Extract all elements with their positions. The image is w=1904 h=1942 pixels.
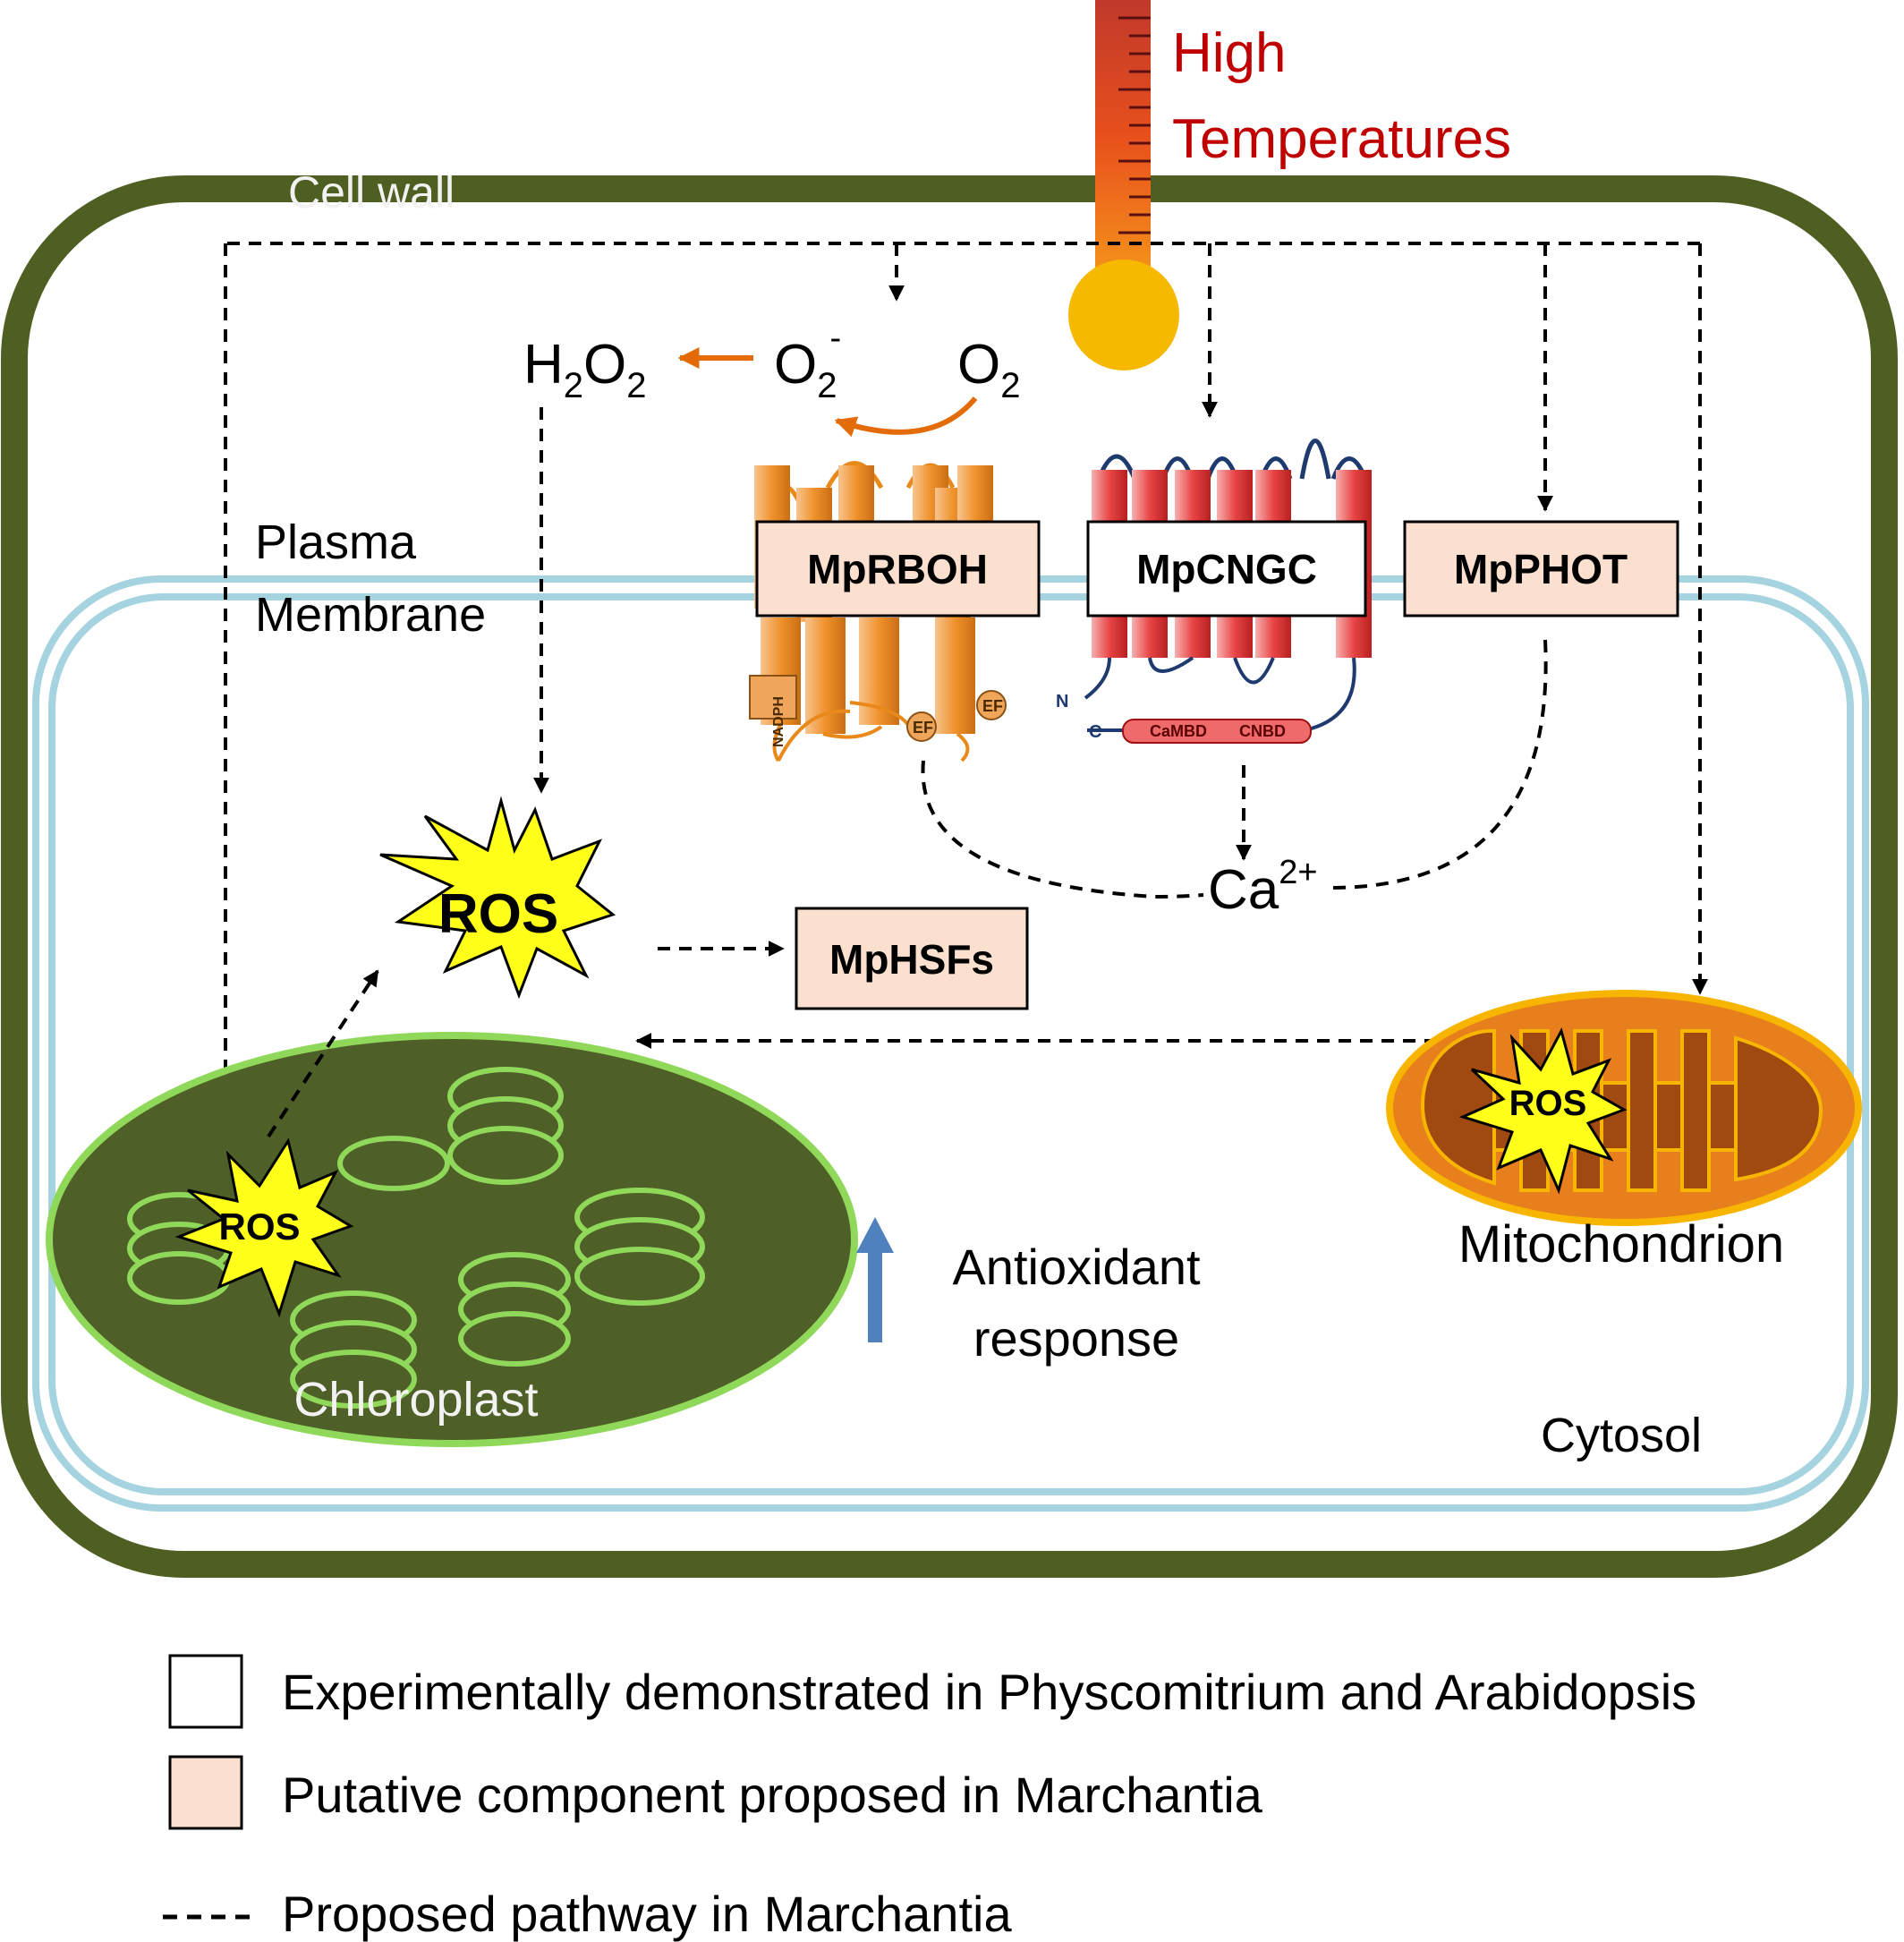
- antioxidant-response-label-2: response: [973, 1310, 1179, 1367]
- rboh-to-calcium-path: [921, 760, 1204, 899]
- ef-label-2: EF: [982, 697, 1003, 715]
- nadph-label: NADPH: [771, 696, 786, 747]
- chloroplast-ros-to-ros-arrow: [267, 969, 379, 1138]
- cell-wall-label: Cell wall: [288, 167, 455, 217]
- cngc-label: MpCNGC: [1136, 546, 1317, 592]
- phot-label: MpPHOT: [1454, 546, 1628, 592]
- hsfs-box: [795, 907, 1029, 1010]
- legend: Experimentally demonstrated in Physcomit…: [163, 1654, 1696, 1942]
- n-terminus-label: N: [1056, 692, 1068, 711]
- legend-symbol-peach-box: [168, 1755, 243, 1830]
- cambd-label: CaMBD: [1150, 722, 1207, 740]
- plasma-membrane-label-1: Plasma: [255, 515, 417, 569]
- ros-label-main: ROS: [438, 883, 558, 945]
- phot-box: [1403, 520, 1679, 618]
- ros-burst-chloroplast: [174, 1137, 354, 1318]
- mitochondrion: [1386, 990, 1862, 1226]
- ef-label-1: EF: [913, 719, 933, 737]
- stimulus-label-2: Temperatures: [1172, 108, 1511, 170]
- superoxide-label: O2-: [774, 319, 841, 405]
- legend-text-experimental: Experimentally demonstrated in Physcomit…: [282, 1664, 1696, 1720]
- ros-label-mitochondrion: ROS: [1509, 1084, 1587, 1123]
- ros-label-chloroplast: ROS: [218, 1205, 300, 1248]
- ros-burst-main: [379, 796, 616, 1000]
- up-arrow-icon: [856, 1217, 894, 1342]
- legend-text-putative: Putative component proposed in Marchanti…: [282, 1767, 1263, 1823]
- stimulus-label-1: High: [1172, 22, 1287, 84]
- cngc-box: [1086, 520, 1367, 618]
- h2o2-label: H2O2: [523, 334, 647, 405]
- cnbd-label: CNBD: [1239, 722, 1286, 740]
- phot-to-calcium-path: [1332, 639, 1548, 890]
- c-terminus-label: C: [1089, 722, 1101, 742]
- legend-symbol-white-box: [168, 1654, 243, 1729]
- mitochondrion-label: Mitochondrion: [1458, 1215, 1784, 1273]
- thermometer-icon: [1068, 0, 1179, 371]
- rboh-structure: [749, 461, 1007, 762]
- ros-burst-mitochondrion: [1458, 1026, 1628, 1195]
- rboh-box: [755, 520, 1041, 618]
- oxygen-label: O2: [957, 334, 1020, 405]
- pathway-top-distribution: [217, 242, 1708, 1125]
- antioxidant-response-label-1: Antioxidant: [952, 1239, 1201, 1295]
- plasma-membrane-label-2: Membrane: [255, 588, 486, 642]
- chloroplast-label: Chloroplast: [293, 1373, 538, 1427]
- hsfs-label: MpHSFs: [829, 936, 994, 983]
- cytosol-label: Cytosol: [1541, 1409, 1702, 1462]
- legend-text-pathway: Proposed pathway in Marchantia: [282, 1886, 1012, 1942]
- oxygen-to-superoxide-arrow: [834, 396, 978, 438]
- calcium-label: Ca2+: [1208, 854, 1318, 921]
- rboh-label: MpRBOH: [807, 546, 988, 592]
- chloroplast: [46, 1032, 858, 1447]
